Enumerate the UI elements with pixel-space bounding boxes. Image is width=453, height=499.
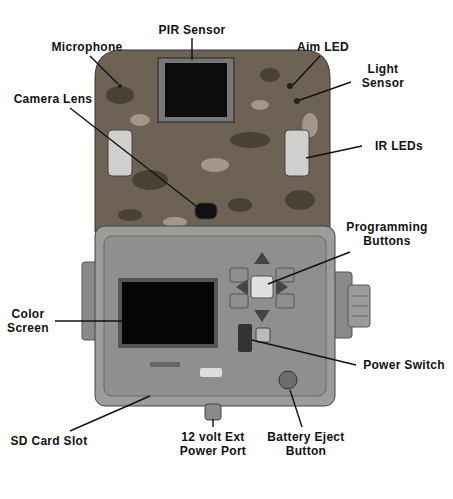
microphone (118, 84, 122, 88)
logo (150, 362, 180, 367)
clip-rib (352, 306, 368, 307)
clip-rib (352, 296, 368, 297)
left-button (236, 279, 248, 295)
badge (200, 368, 222, 377)
part-label: Light Sensor (352, 62, 414, 90)
button-key (230, 294, 248, 308)
ir-panel (285, 130, 309, 176)
part-label: IR LEDs (364, 139, 434, 153)
light-sensor (294, 98, 300, 104)
battery-eject (279, 371, 297, 389)
part-label: Power Switch (358, 358, 450, 372)
strap-clip (348, 285, 370, 327)
aim-led (287, 83, 293, 89)
body (95, 226, 335, 406)
down-button (254, 310, 270, 322)
clip-rib (352, 316, 368, 317)
power-port (205, 404, 221, 420)
body-face (104, 236, 326, 396)
part-label: 12 volt Ext Power Port (165, 430, 261, 458)
part-label: Aim LED (290, 40, 356, 54)
up-button (254, 252, 270, 264)
part-label: SD Card Slot (3, 434, 95, 448)
leader-lines (55, 38, 362, 431)
pir-frame (158, 58, 234, 122)
right-button (276, 279, 288, 295)
part-label: Color Screen (2, 307, 54, 335)
menu-button (256, 328, 270, 342)
part-label: Battery Eject Button (262, 430, 350, 458)
part-label: Camera Lens (8, 92, 98, 106)
ok-button (251, 276, 273, 298)
camera-lens (195, 203, 217, 219)
color-screen (122, 282, 214, 344)
part-label: Microphone (45, 40, 129, 54)
button-key (276, 294, 294, 308)
part-label: Programming Buttons (335, 220, 439, 248)
button-key (230, 268, 248, 282)
camo-cover (95, 50, 330, 232)
part-label: PIR Sensor (150, 23, 234, 37)
power-switch (238, 324, 252, 352)
pir-window (165, 63, 227, 117)
screen-bezel (118, 278, 218, 348)
